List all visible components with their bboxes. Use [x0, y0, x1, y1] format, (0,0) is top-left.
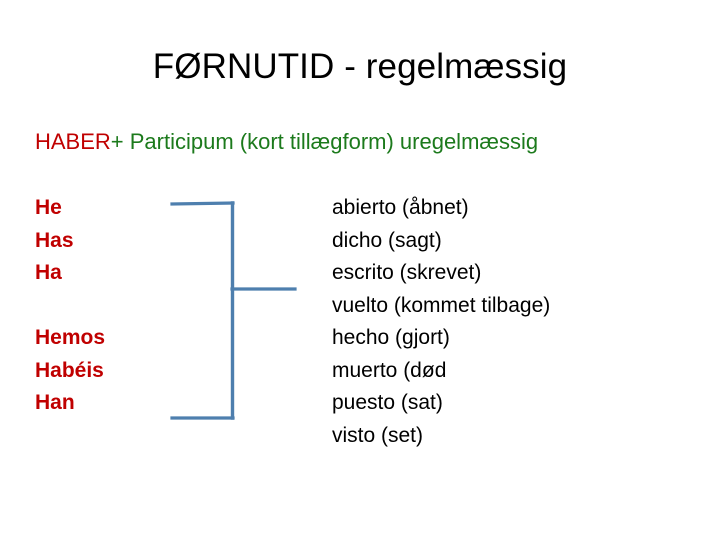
- participle-line-vuelto: vuelto (kommet tilbage): [332, 293, 551, 317]
- aux-line-spacer: [35, 290, 185, 323]
- participle-line-visto: visto (set): [332, 423, 424, 447]
- brace-icon: [170, 201, 297, 420]
- aux-line-hemos: Hemos: [35, 326, 106, 349]
- aux-line-han: Han: [35, 391, 75, 414]
- page-title: FØRNUTID - regelmæssig: [152, 47, 568, 86]
- brace-connector: [165, 195, 310, 427]
- aux-line-habeis: Habéis: [35, 358, 104, 382]
- aux-line-ha: Ha: [35, 261, 62, 284]
- aux-line-has: Has: [35, 228, 74, 252]
- participle-column: abierto (åbnet) dicho (sagt) escrito (sk…: [332, 192, 712, 452]
- auxiliary-verb-column: He Has Ha Hemos Habéis Han: [35, 192, 185, 420]
- participle-line-muerto: muerto (død: [332, 358, 447, 382]
- aux-line-he: He: [35, 196, 62, 219]
- subtitle-participum-text: + Participum (kort tillægform) uregelmæs…: [110, 129, 539, 154]
- participle-line-dicho: dicho (sagt): [332, 228, 442, 252]
- participle-line-escrito: escrito (skrevet): [332, 261, 482, 284]
- participle-line-hecho: hecho (gjort): [332, 326, 450, 349]
- participle-line-puesto: puesto (sat): [332, 391, 443, 414]
- subtitle-line: HABER+ Participum (kort tillægform) ureg…: [35, 128, 538, 156]
- participle-line-abierto: abierto (åbnet): [332, 196, 469, 219]
- subtitle-haber-text: HABER: [35, 129, 111, 154]
